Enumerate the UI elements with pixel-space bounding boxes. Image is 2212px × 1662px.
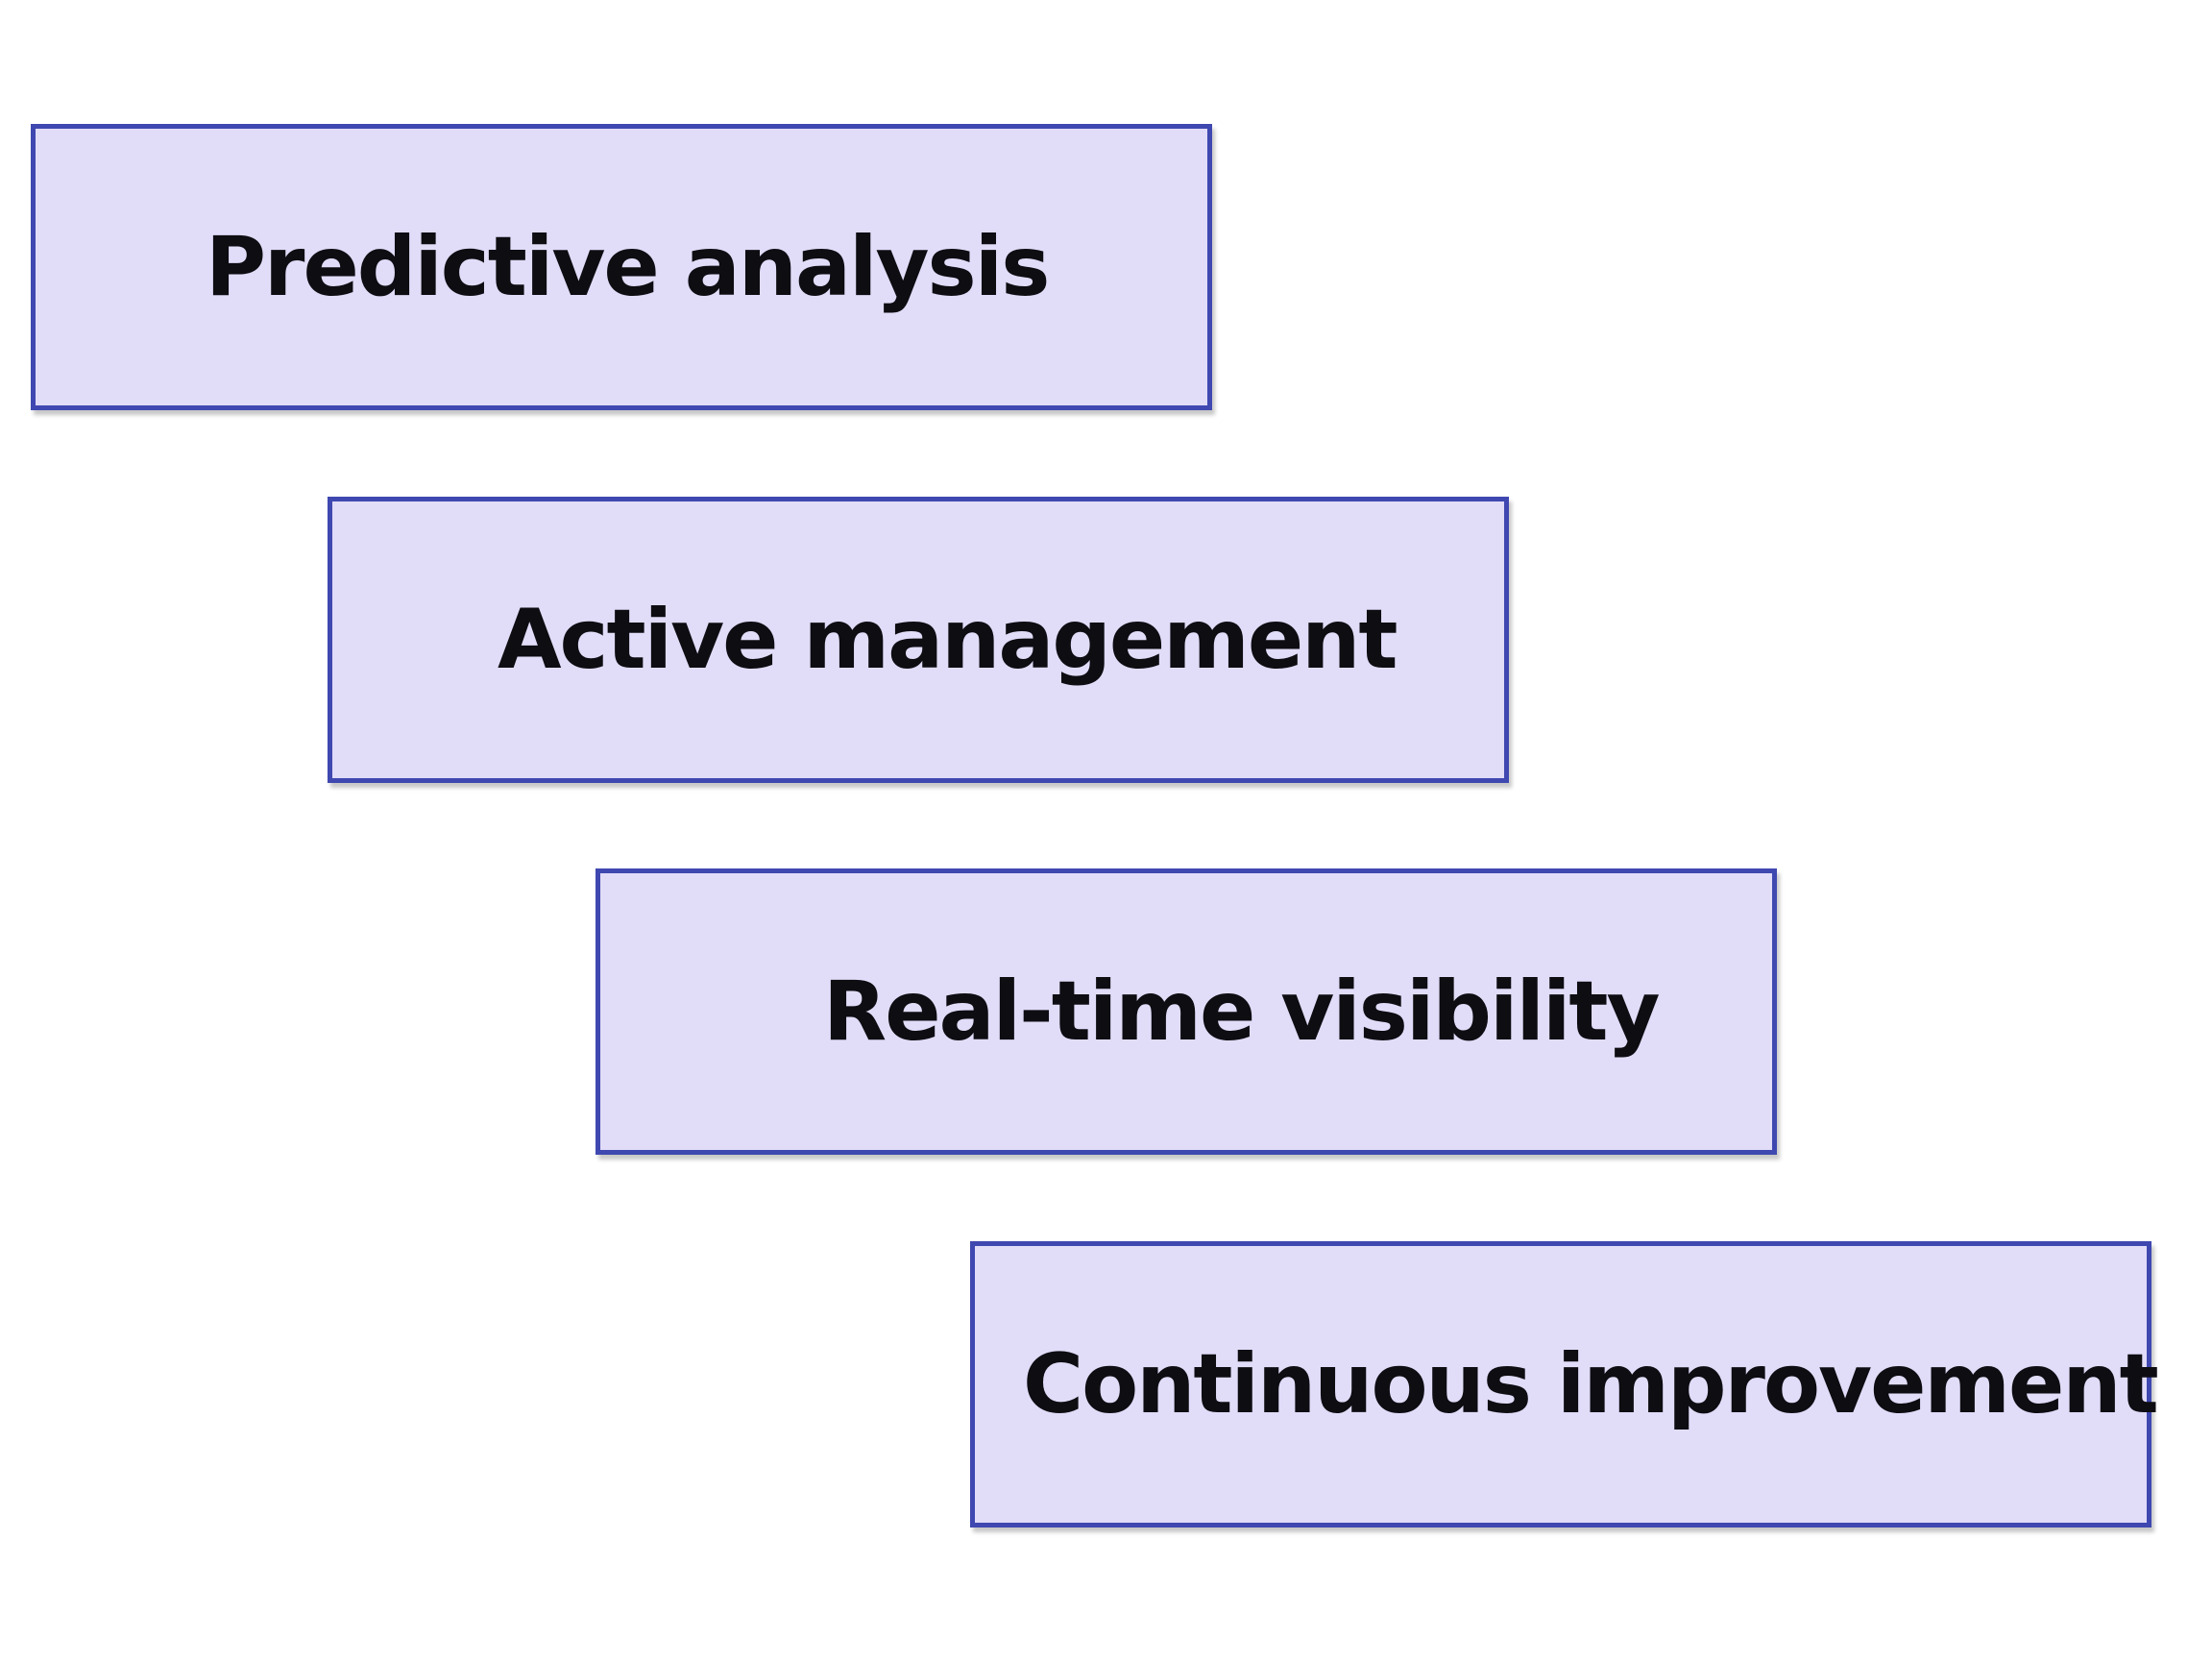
step-box-continuous-improvement: Continuous improvement [970,1241,2159,1528]
step-label: Continuous improvement [1023,1336,2159,1432]
step-box-predictive-analysis: Predictive analysis [31,124,1212,410]
step-label: Real-time visibility [823,964,1661,1060]
step-label: Active management [498,592,1398,688]
step-box-active-management: Active management [328,497,1509,783]
step-label: Predictive analysis [206,219,1050,315]
step-box-real-time-visibility: Real-time visibility [596,868,1777,1155]
